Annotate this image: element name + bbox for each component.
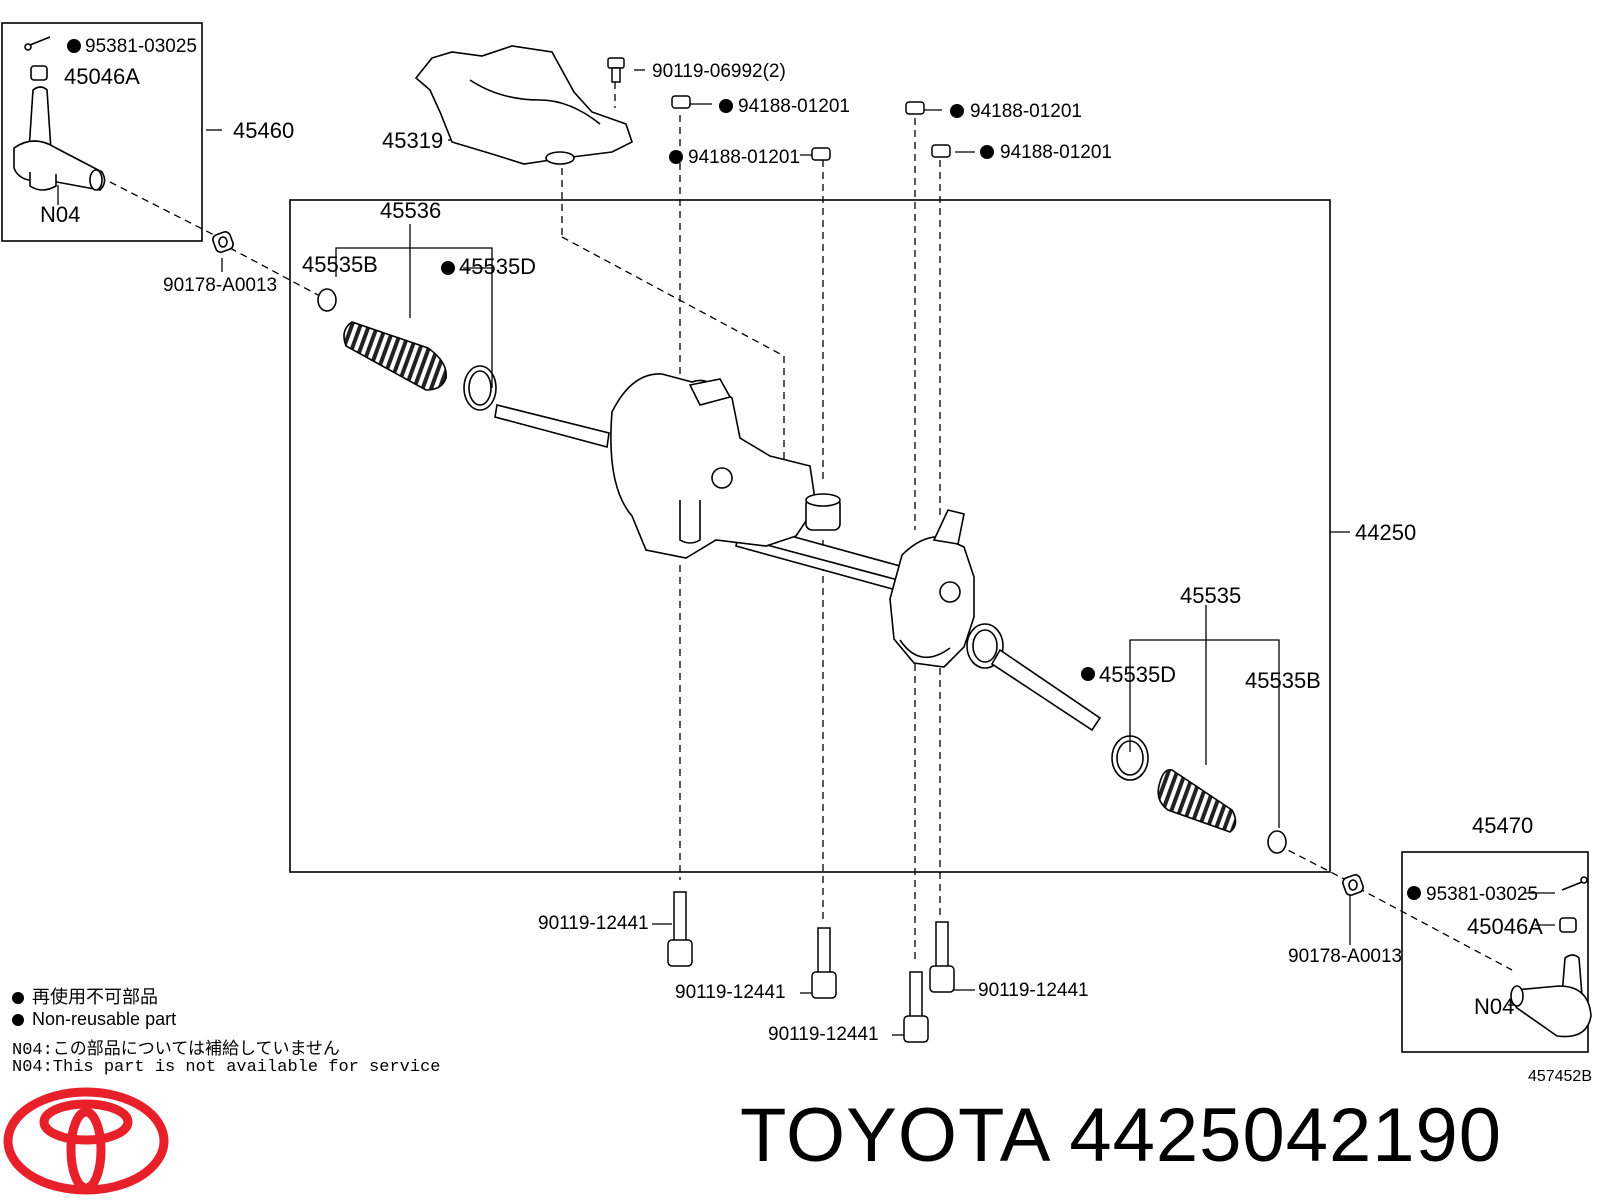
toyota-logo-icon (3, 1087, 169, 1195)
label-nut-top-1: 94188-01201 (738, 96, 850, 117)
label-bushing-left: 90178-A0013 (163, 275, 277, 296)
label-bushing-right: 90178-A0013 (1288, 946, 1402, 967)
bullet-icon (12, 992, 24, 1004)
label-tie-end-left: 45460 (233, 118, 294, 143)
bushing-right (1342, 874, 1364, 896)
top-fasteners (607, 57, 951, 161)
label-clamp-right-b: 45535B (1245, 668, 1321, 693)
insulator (414, 45, 633, 165)
label-n04-right: N04 (1474, 994, 1514, 1019)
label-n04-left: N04 (40, 202, 80, 227)
label-bolt-3: 90119-12441 (768, 1024, 879, 1045)
label-clamp-right-d: 45535D (1099, 662, 1176, 687)
bullet-icon (12, 1014, 24, 1026)
label-clamp-left-d: 45535D (459, 254, 536, 279)
label-nut-right: 45046A (1467, 914, 1543, 939)
label-bolt-insulator: 90119-06992(2) (652, 61, 786, 82)
dashed-leaders (109, 82, 1513, 971)
label-bolt-4: 90119-12441 (978, 980, 1089, 1001)
boot-right (1111, 735, 1287, 854)
legend-jp-n04: N04:この部品については補給していません (12, 1041, 340, 1060)
label-bolt-2: 90119-12441 (675, 982, 786, 1003)
legend-en-n04: N04:This part is not available for servi… (12, 1058, 441, 1077)
diagram-code: 457452B (1527, 1068, 1592, 1085)
brand-part-number: TOYOTA 4425042190 (740, 1093, 1503, 1178)
boot-left (317, 288, 497, 411)
label-gear-assembly: 44250 (1355, 520, 1416, 545)
label-cotter-pin-left: 95381-03025 (85, 36, 197, 57)
label-boot-set-right: 45535 (1180, 583, 1241, 608)
label-boot-set-left: 45536 (380, 198, 441, 223)
label-nut-top-2: 94188-01201 (688, 147, 800, 168)
legend-en-nonreusable: Non-reusable part (12, 1009, 176, 1030)
bottom-bolts (667, 891, 955, 1043)
label-bolt-1: 90119-12441 (538, 913, 649, 934)
label-tie-end-right: 45470 (1472, 813, 1533, 838)
rack-housing (494, 373, 1102, 732)
gear-assembly-frame (289, 199, 1331, 873)
label-nut-top-4: 94188-01201 (1000, 142, 1112, 163)
tie-end-left-frame (1, 22, 203, 242)
label-insulator: 45319 (382, 128, 443, 153)
tie-end-right-frame (1401, 851, 1589, 1053)
label-clamp-left-b: 45535B (302, 252, 378, 277)
non-reusable-markers (67, 39, 1421, 900)
label-cotter-pin-right: 95381-03025 (1426, 884, 1538, 905)
label-nut-left: 45046A (64, 64, 140, 89)
tie-end-left (13, 36, 106, 191)
tie-end-right (1510, 876, 1592, 1038)
legend-jp-nonreusable: 再使用不可部品 (12, 983, 158, 1009)
bushing-left (212, 231, 234, 253)
label-nut-top-3: 94188-01201 (970, 101, 1082, 122)
